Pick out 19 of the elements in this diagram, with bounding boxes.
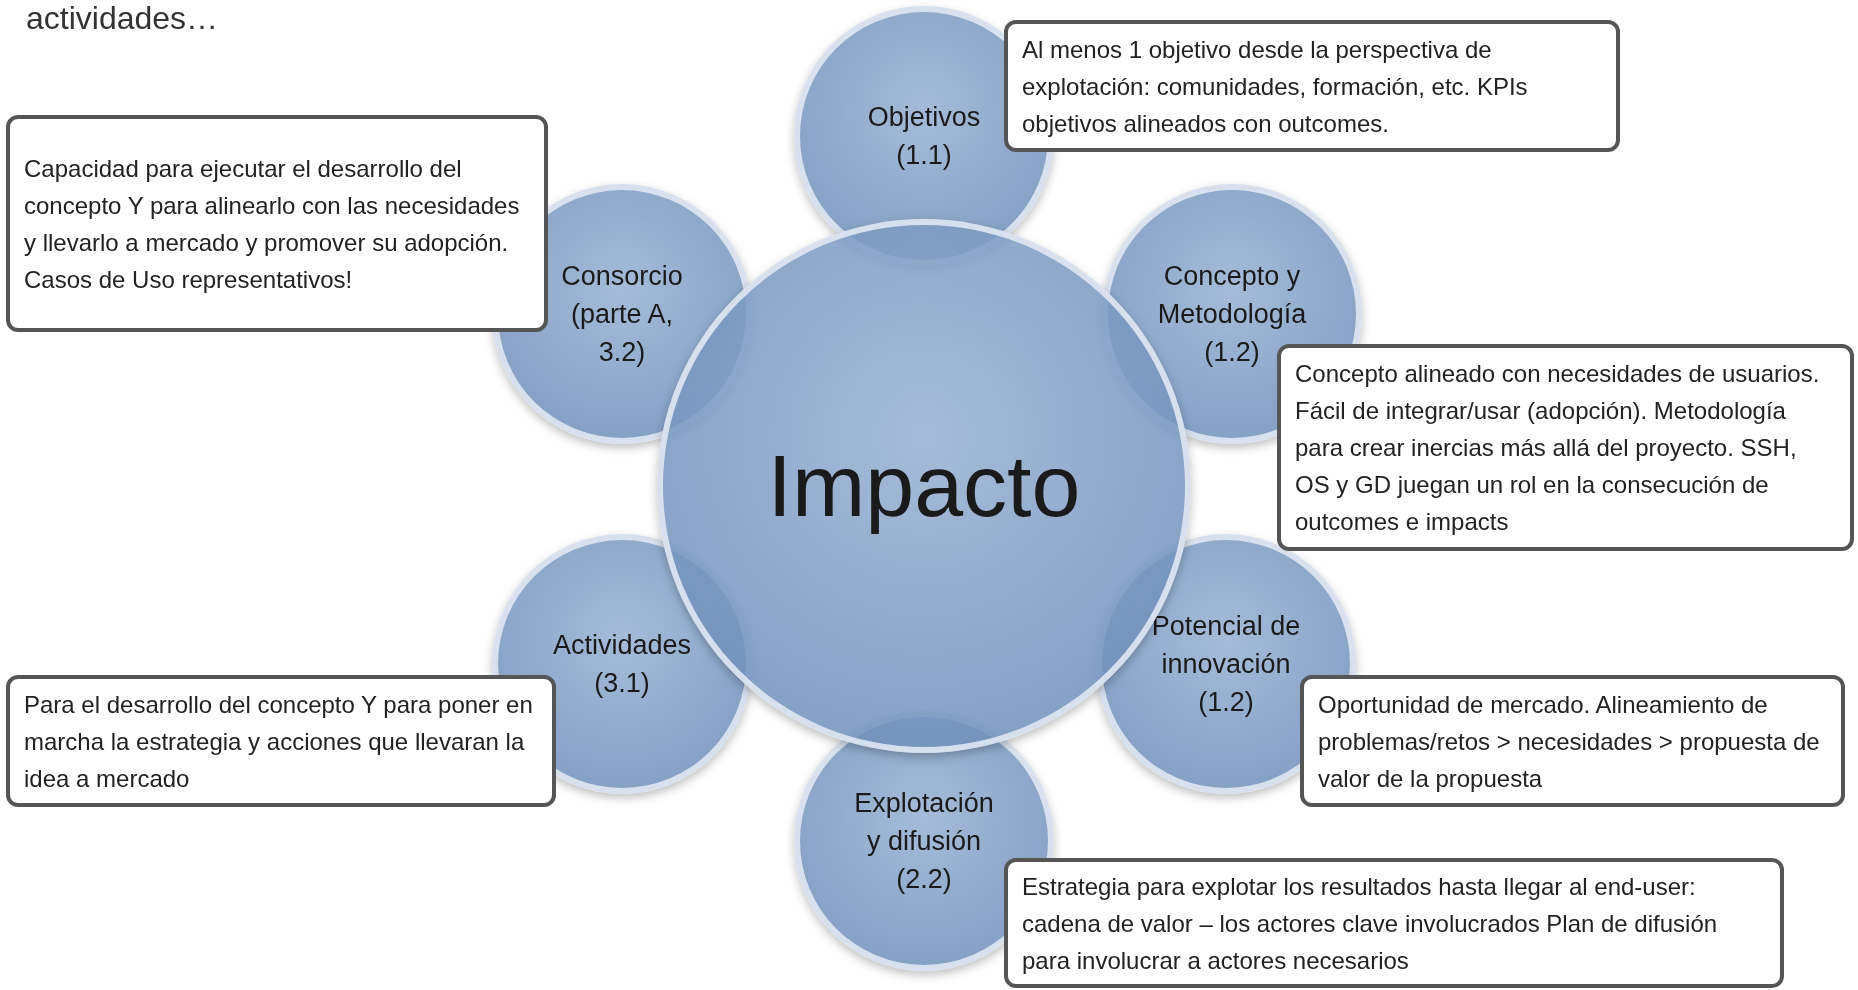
callout-text: Estrategia para explotar los resultados hasta llegar al end-user: cadena de valor – los actores clave involucrados Plan de difusión para involucrar a actores necesarios xyxy=(1022,871,1719,976)
callout-box xyxy=(1300,675,1845,807)
callout-text: Capacidad para ejecutar el desarrollo del concepto Y para alinearlo con las necesidades y llevarlo a mercado y promover su adopción. Casos de Uso representativos! xyxy=(24,153,521,295)
heading: actividades… xyxy=(26,0,219,37)
callout-text: Concepto alineado con necesidades de usuarios. Fácil de integrar/usar (adopción). Metodología para crear inercias más allá del proyecto. SSH, OS y GD juegan un rol en la consecución de outcomes e impacts xyxy=(1295,359,1821,537)
node-label: Consorcio (parte A, 3.2) xyxy=(560,260,684,369)
callout-text: Oportunidad de mercado. Alineamiento de problemas/retos > necesidades > propuesta de valor de la propuesta xyxy=(1318,689,1821,794)
node-label: Objetivos (1.1) xyxy=(866,101,982,172)
callout-box xyxy=(1004,20,1620,152)
node-label: Impacto xyxy=(767,436,1081,536)
callout-box xyxy=(1004,858,1784,988)
node-label: Potencial de innovación (1.2) xyxy=(1150,610,1302,719)
callout-box xyxy=(1277,344,1854,551)
callout-text: Al menos 1 objetivo desde la perspectiva de explotación: comunidades, formación, etc. KPIs objetivos alineados con outcomes. xyxy=(1022,34,1529,139)
callout-box xyxy=(6,115,548,332)
callout-box xyxy=(6,675,556,807)
node-label: Explotación y difusión (2.2) xyxy=(853,787,995,896)
node-label: Actividades (3.1) xyxy=(551,629,693,700)
callout-text: Para el desarrollo del concepto Y para poner en marcha la estrategia y acciones que llevaran la idea a mercado xyxy=(24,689,534,794)
